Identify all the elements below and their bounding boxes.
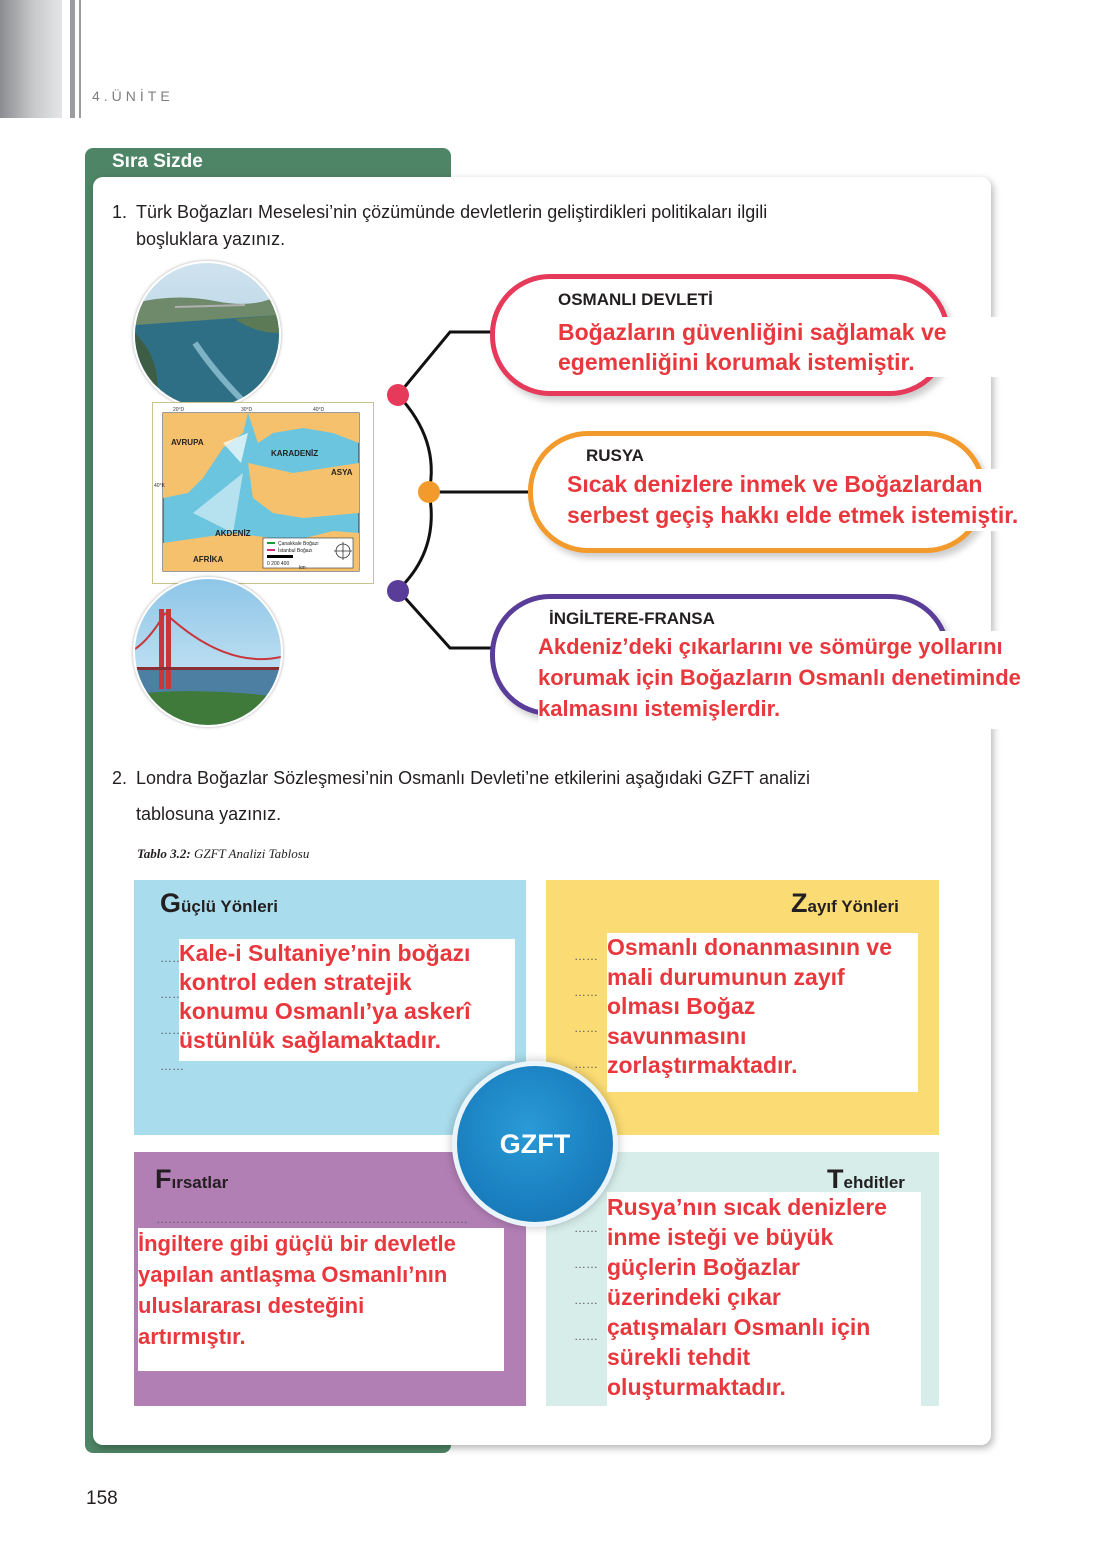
question-1-line2: boşluklara yazınız. (136, 229, 286, 249)
strengths-guide-dots: …………………… (160, 951, 184, 1073)
opportunities-line-3: uluslararası desteğini (138, 1293, 365, 1318)
unit-label: 4.ÜNİTE (92, 88, 174, 104)
strengths-line-2: kontrol eden stratejik (179, 969, 412, 995)
map-label-afrika: AFRİKA (193, 555, 223, 564)
strengths-line-1: Kale-i Sultaniye’nin boğazı (179, 940, 471, 966)
bosphorus-photo (133, 261, 281, 409)
gzft-center-circle: GZFT (452, 1061, 618, 1227)
dot-ingiltere (387, 580, 409, 602)
weaknesses-line-4: savunmasını (607, 1022, 747, 1049)
weaknesses-answer[interactable]: Osmanlı donanmasının ve mali durumunun z… (607, 933, 918, 1092)
activity-title: Sıra Sizde (112, 151, 203, 172)
policy-rusya-answer-line2: serbest geçiş hakkı elde etmek istemişti… (567, 502, 1019, 528)
policy-rusya-answer[interactable]: Sıcak denizlere inmek ve Boğazlardan ser… (567, 469, 1077, 531)
map-lon-3: 40°D (313, 407, 325, 413)
question-2-line1: Londra Boğazlar Sözleşmesi’nin Osmanlı D… (136, 768, 810, 788)
weaknesses-initial: Z (791, 888, 808, 918)
policy-osmanli-answer-line2: egemenliğini korumak istemiştir. (558, 349, 915, 375)
map-legend-canakkale: Çanakkale Boğazı (278, 541, 319, 547)
threats-line-7: oluşturmaktadır. (607, 1374, 786, 1400)
threats-title-rest: ehditler (843, 1173, 905, 1192)
opportunities-guide-dots: …………………………………………………………………… (156, 1212, 468, 1226)
threats-line-5: çatışmaları Osmanlı için (607, 1314, 871, 1340)
policy-ingiltere-answer-line1: Akdeniz’deki çıkarlarını ve sömürge yoll… (538, 634, 1003, 659)
header-bar-thin (79, 0, 81, 118)
question-2-line2: tablosuna yazınız. (136, 804, 282, 824)
weaknesses-guide-dots: …………………… (574, 949, 598, 1071)
gzft-center-label: GZFT (499, 1129, 571, 1159)
threats-initial: T (827, 1164, 844, 1194)
opportunities-line-1: İngiltere gibi güçlü bir devletle (138, 1231, 456, 1256)
weaknesses-line-3: olması Boğaz (607, 993, 756, 1019)
threats-answer[interactable]: Rusya’nın sıcak denizlere inme isteği ve… (607, 1192, 921, 1406)
policy-ingiltere-title: İNGİLTERE-FRANSA (549, 609, 715, 628)
map-scale: 0 200 400 (267, 561, 289, 567)
opportunities-title: Fırsatlar (155, 1164, 228, 1195)
question-2-number: 2. (112, 768, 128, 788)
page-number: 158 (86, 1488, 118, 1509)
opportunities-line-4: artırmıştır. (138, 1324, 246, 1349)
strengths-line-4: üstünlük sağlamaktadır. (179, 1027, 442, 1053)
map-label-akdeniz: AKDENİZ (215, 529, 251, 538)
question-1: 1. Türk Boğazları Meselesi’nin çözümünde … (112, 199, 767, 253)
map-label-avrupa: AVRUPA (171, 438, 204, 447)
policy-osmanli-answer[interactable]: Boğazların güvenliğini sağlamak ve egeme… (552, 317, 1006, 377)
opportunities-initial: F (155, 1164, 172, 1194)
strengths-line-3: konumu Osmanlı’ya askerî (179, 998, 471, 1024)
table-caption-label: Tablo 3.2: (137, 846, 191, 861)
weaknesses-title: Zayıf Yönleri (791, 888, 899, 919)
straits-map: 20°D 30°D 40°D 40°K AVRUPA KARADENİZ ASY… (152, 402, 374, 584)
question-2: 2. Londra Boğazlar Sözleşmesi’nin Osmanlı… (112, 760, 810, 832)
threats-line-3: güçlerin Boğazlar (607, 1254, 800, 1280)
dot-rusya (418, 481, 440, 503)
policy-ingiltere-answer-line2: korumak için Boğazların Osmanlı denetimi… (538, 665, 1021, 690)
weaknesses-line-1: Osmanlı donanmasının ve (607, 934, 893, 960)
threats-line-6: sürekli tehdit (607, 1344, 751, 1370)
policy-rusya-title: RUSYA (586, 446, 644, 465)
weaknesses-line-2: mali durumunun zayıf (607, 963, 845, 990)
question-1-number: 1. (112, 202, 128, 222)
opportunities-line-2: yapılan antlaşma Osmanlı’nın (138, 1262, 448, 1287)
opportunities-title-rest: ırsatlar (171, 1173, 229, 1192)
strengths-initial: G (160, 888, 182, 918)
opportunities-answer[interactable]: İngiltere gibi güçlü bir devletle yapıla… (138, 1228, 504, 1371)
map-lat-1: 40°K (154, 483, 166, 489)
map-scale-unit: km (299, 565, 306, 571)
strengths-answer[interactable]: Kale-i Sultaniye’nin boğazı kontrol eden… (179, 939, 515, 1061)
threats-line-2: inme isteği ve büyük (607, 1224, 834, 1250)
map-label-asya: ASYA (331, 468, 353, 477)
table-caption: Tablo 3.2: GZFT Analizi Tablosu (137, 846, 309, 862)
strengths-title-rest: üçlü Yönleri (181, 897, 279, 916)
policy-osmanli-title: OSMANLI DEVLETİ (558, 290, 713, 309)
map-lon-1: 20°D (173, 407, 185, 413)
threats-line-1: Rusya’nın sıcak denizlere (607, 1194, 887, 1220)
map-legend-istanbul: İstanbul Boğazı (278, 547, 312, 554)
policy-ingiltere-answer[interactable]: Akdeniz’deki çıkarlarını ve sömürge yoll… (538, 631, 1076, 729)
policy-rusya-answer-line1: Sıcak denizlere inmek ve Boğazlardan (567, 471, 983, 497)
dot-osmanli (387, 384, 409, 406)
connector-lines (396, 330, 530, 650)
weaknesses-title-rest: ayıf Yönleri (807, 897, 899, 916)
threats-guide-dots: …………………… (574, 1221, 598, 1343)
question-1-line1: Türk Boğazları Meselesi’nin çözümünde de… (136, 202, 768, 222)
table-caption-text: GZFT Analizi Tablosu (190, 846, 310, 861)
strengths-title: Güçlü Yönleri (160, 888, 278, 919)
header-bar (70, 0, 75, 118)
policy-ingiltere-answer-line3: kalmasını istemişlerdir. (538, 696, 781, 721)
policy-osmanli-answer-line1: Boğazların güvenliğini sağlamak ve (558, 319, 947, 345)
map-label-karadeniz: KARADENİZ (271, 449, 318, 458)
threats-title: Tehditler (827, 1164, 905, 1195)
bridge-photo (133, 577, 283, 727)
threats-line-4: üzerindeki çıkar (607, 1284, 781, 1310)
map-lon-2: 30°D (241, 407, 253, 413)
corner-decoration (0, 0, 62, 118)
weaknesses-line-5: zorlaştırmaktadır. (607, 1052, 798, 1078)
